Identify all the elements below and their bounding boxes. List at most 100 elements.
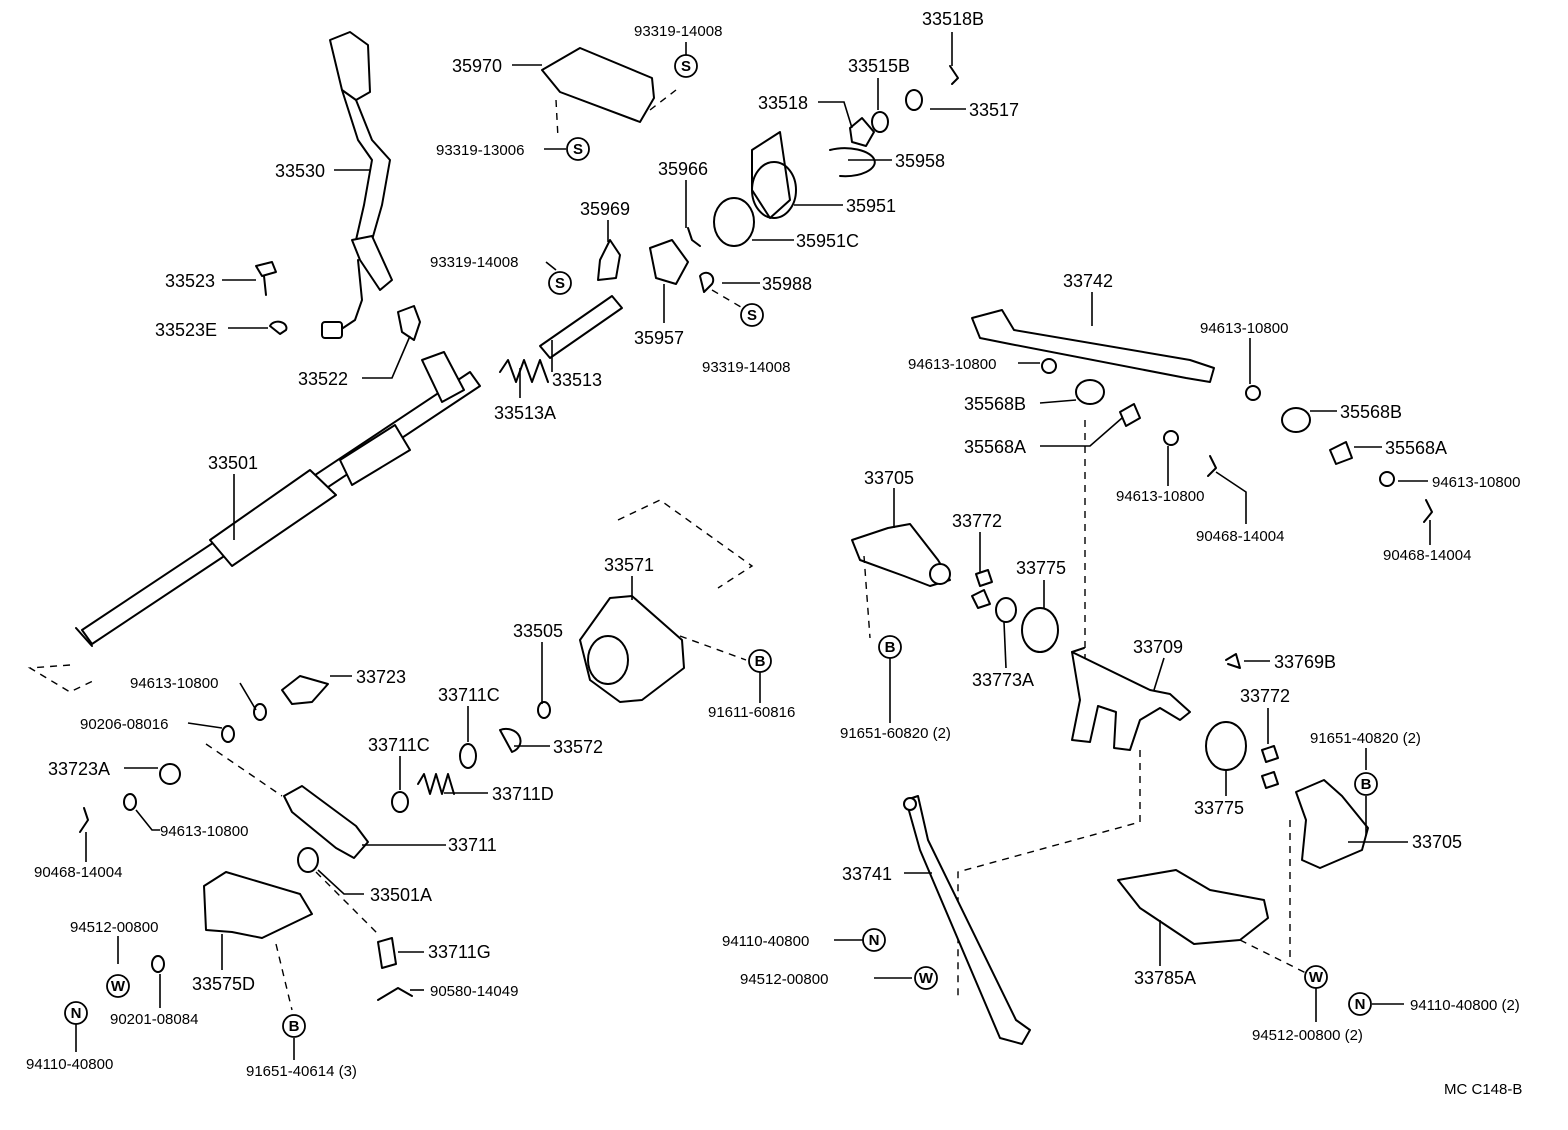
part-label-35951C: 35951C	[796, 231, 859, 251]
part-label-33705: 33705	[864, 468, 914, 488]
part-label-33772: 33772	[1240, 686, 1290, 706]
part-label-94613-10800: 94613-10800	[130, 675, 218, 692]
part-drawings	[27, 31, 1433, 1045]
svg-text:B: B	[885, 639, 896, 656]
part-label-35969: 35969	[580, 199, 630, 219]
part-number-labels: 33518B 93319-14008 35970 33515B 33518 33…	[26, 9, 1522, 1098]
bolt-marker-b: B	[282, 1014, 306, 1038]
part-label-90468-14004: 90468-14004	[1383, 547, 1471, 564]
part-label-94110-40800: 94110-40800	[722, 933, 809, 950]
svg-text:B: B	[289, 1018, 300, 1035]
part-label-33785A: 33785A	[1134, 968, 1196, 988]
washer-marker-w: W	[1304, 965, 1328, 989]
bolt-marker-b: B	[748, 649, 772, 673]
svg-text:S: S	[555, 275, 565, 292]
part-label-33723A: 33723A	[48, 759, 110, 779]
symbol-markers: S S S S B B B B W W W N N N	[64, 54, 1378, 1038]
part-label-94613-10800: 94613-10800	[160, 823, 248, 840]
washer-marker-w: W	[106, 974, 130, 998]
part-label-93319-14008: 93319-14008	[430, 254, 518, 271]
part-label-33513A: 33513A	[494, 403, 556, 423]
part-label-94110-40800: 94110-40800	[26, 1056, 113, 1073]
part-label-90468-14004: 90468-14004	[34, 864, 122, 881]
part-label-94613-10800: 94613-10800	[1200, 320, 1288, 337]
part-label-33742: 33742	[1063, 271, 1113, 291]
part-label-94512-00800: 94512-00800	[70, 919, 158, 936]
part-label-33518: 33518	[758, 93, 808, 113]
part-label-33530: 33530	[275, 161, 325, 181]
svg-text:W: W	[1309, 969, 1324, 986]
svg-text:B: B	[1361, 776, 1372, 793]
catalog-reference: MC C148-B	[1444, 1081, 1522, 1098]
part-label-33711: 33711	[448, 835, 497, 855]
part-label-35958: 35958	[895, 151, 945, 171]
part-label-33772: 33772	[952, 511, 1002, 531]
part-label-33572: 33572	[553, 737, 603, 757]
part-label-90206-08016: 90206-08016	[80, 716, 168, 733]
part-label-35988: 35988	[762, 274, 812, 294]
part-label-33517: 33517	[969, 100, 1019, 120]
part-label-91611-60816: 91611-60816	[708, 704, 795, 721]
part-label-35568B: 35568B	[1340, 402, 1402, 422]
part-label-94512-00800: 94512-00800 (2)	[1252, 1027, 1363, 1044]
part-label-91651-40614: 91651-40614 (3)	[246, 1063, 357, 1080]
part-label-35957: 35957	[634, 328, 684, 348]
part-label-94613-10800: 94613-10800	[1432, 474, 1520, 491]
svg-text:S: S	[573, 141, 583, 158]
part-label-91651-60820: 91651-60820 (2)	[840, 725, 951, 742]
part-label-33513: 33513	[552, 370, 602, 390]
washer-marker-w: W	[914, 966, 938, 990]
nut-marker-n: N	[862, 928, 886, 952]
part-label-35951: 35951	[846, 196, 896, 216]
part-label-33515B: 33515B	[848, 56, 910, 76]
part-label-33523E: 33523E	[155, 320, 217, 340]
part-label-33501A: 33501A	[370, 885, 432, 905]
part-label-93319-14008: 93319-14008	[634, 23, 722, 40]
part-label-35966: 35966	[658, 159, 708, 179]
part-label-33711C: 33711C	[368, 735, 430, 755]
svg-text:N: N	[869, 932, 880, 949]
svg-text:N: N	[71, 1005, 82, 1022]
nut-marker-n: N	[64, 1001, 88, 1025]
part-label-33711C: 33711C	[438, 685, 500, 705]
standard-part-marker-s: S	[548, 271, 572, 295]
part-label-33505: 33505	[513, 621, 563, 641]
part-label-91651-40820: 91651-40820 (2)	[1310, 730, 1421, 747]
part-label-33775: 33775	[1016, 558, 1066, 578]
part-label-33501: 33501	[208, 453, 258, 473]
svg-text:W: W	[111, 978, 126, 995]
svg-text:S: S	[747, 307, 757, 324]
svg-text:B: B	[755, 653, 766, 670]
part-label-94613-10800: 94613-10800	[1116, 488, 1204, 505]
part-label-35568B: 35568B	[964, 394, 1026, 414]
part-label-33522: 33522	[298, 369, 348, 389]
part-label-35568A: 35568A	[964, 437, 1026, 457]
part-label-35970: 35970	[452, 56, 502, 76]
svg-text:N: N	[1355, 996, 1366, 1013]
part-label-33575D: 33575D	[192, 974, 255, 994]
part-label-33523: 33523	[165, 271, 215, 291]
bolt-marker-b: B	[878, 635, 902, 659]
leader-lines	[75, 32, 1431, 1060]
part-label-90468-14004: 90468-14004	[1196, 528, 1284, 545]
part-label-33769B: 33769B	[1274, 652, 1336, 672]
part-label-33773A: 33773A	[972, 670, 1034, 690]
bolt-marker-b: B	[1354, 772, 1378, 796]
part-label-35568A: 35568A	[1385, 438, 1447, 458]
part-label-33741: 33741	[842, 864, 892, 884]
part-label-93319-13006: 93319-13006	[436, 142, 524, 159]
part-label-33705: 33705	[1412, 832, 1462, 852]
part-label-33775: 33775	[1194, 798, 1244, 818]
part-label-94512-00800: 94512-00800	[740, 971, 828, 988]
standard-part-marker-s: S	[674, 54, 698, 78]
part-label-93319-14008: 93319-14008	[702, 359, 790, 376]
part-label-33518B: 33518B	[922, 9, 984, 29]
part-label-94613-10800: 94613-10800	[908, 356, 996, 373]
nut-marker-n: N	[1348, 992, 1372, 1016]
part-label-33571: 33571	[604, 555, 654, 575]
part-label-33723: 33723	[356, 667, 406, 687]
part-label-33711G: 33711G	[428, 942, 491, 962]
part-label-90201-08084: 90201-08084	[110, 1011, 198, 1028]
svg-text:W: W	[919, 970, 934, 987]
